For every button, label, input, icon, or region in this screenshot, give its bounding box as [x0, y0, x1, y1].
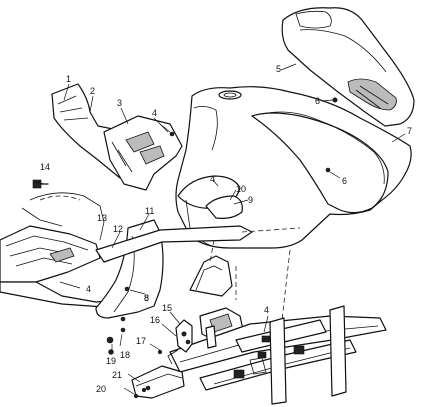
callout-4d: 4: [264, 305, 269, 315]
fastener-6-upper: [321, 97, 338, 103]
callout-4: 4: [152, 108, 157, 118]
leader-lines: [35, 63, 406, 395]
callout-4b: 4: [210, 174, 215, 184]
callout-18: 18: [120, 350, 130, 360]
callout-11: 11: [145, 206, 154, 216]
callout-2: 2: [90, 86, 95, 96]
callout-8b: 8: [144, 293, 149, 303]
callout-17: 17: [136, 336, 146, 346]
footwell-assembly: [0, 192, 119, 309]
callout-14: 14: [40, 162, 50, 172]
frame-bar-12: [95, 225, 301, 263]
callout-16: 16: [150, 315, 160, 325]
callout-9: 9: [248, 195, 253, 205]
callout-15: 15: [162, 303, 172, 313]
callout-12: 12: [113, 224, 123, 234]
callout-6: 6: [315, 96, 320, 106]
front-fender-body: [175, 86, 412, 249]
seat-part: [281, 7, 415, 127]
callout-8: 8: [144, 293, 149, 303]
callout-20: 20: [96, 384, 106, 394]
callout-3: 3: [117, 98, 122, 108]
callout-21: 21: [112, 370, 122, 380]
callout-4c: 4: [86, 284, 91, 294]
callout-6b: 6: [342, 176, 347, 186]
fastener-6-body: [325, 167, 341, 179]
rear-frame-assembly: [169, 239, 387, 405]
callout-7: 7: [407, 126, 412, 136]
bracket-15-16: [167, 319, 193, 365]
callout-1: 1: [66, 74, 71, 84]
bolt-14: [32, 179, 49, 189]
callout-13: 13: [97, 213, 107, 223]
callout-10: 10: [236, 184, 246, 194]
callout-19: 19: [106, 356, 116, 366]
side-panel-parts: [51, 83, 183, 191]
callout-5: 5: [276, 64, 281, 74]
callout-labels: 1 2 3 4 5 6 7 6 4 10 9 8 14 11 13 12 4 8…: [40, 64, 412, 394]
